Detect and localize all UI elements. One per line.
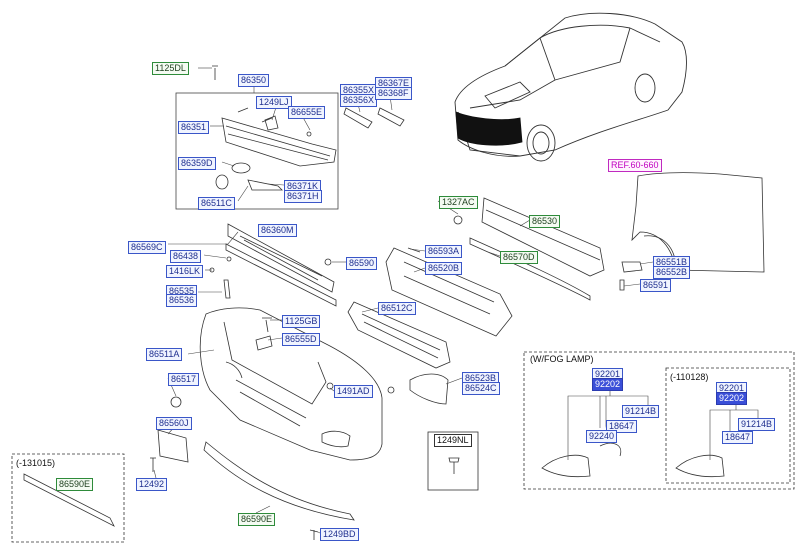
label-86570D: 86570D (500, 251, 538, 264)
label-86517: 86517 (168, 373, 200, 386)
label-92202-b: 92202 (716, 392, 748, 405)
label-86591: 86591 (640, 279, 672, 292)
code-131015-box (11, 453, 125, 543)
label-86438: 86438 (170, 250, 202, 263)
label-86371K: 86371K (284, 180, 322, 193)
fog-lamp-left (541, 454, 591, 478)
note-131015: (-131015) (16, 458, 56, 468)
label-86356X: 86356X (340, 94, 378, 107)
fender (619, 172, 765, 291)
label-86560J: 86560J (156, 417, 192, 430)
label-1491AD: 1491AD (334, 385, 373, 398)
label-86359D: 86359D (178, 157, 216, 170)
label-86593A: 86593A (425, 245, 463, 258)
code-110128-box (665, 367, 791, 484)
bolt-icon (448, 457, 460, 474)
label-86530: 86530 (529, 215, 561, 228)
label-1416LK: 1416LK (166, 265, 204, 278)
license-bracket (157, 429, 189, 463)
label-86360M: 86360M (258, 224, 297, 237)
note-fog-lamp: (W/FOG LAMP) (530, 354, 594, 364)
label-86552B: 86552B (653, 266, 691, 279)
label-1125DL: 1125DL (152, 62, 189, 75)
label-86351: 86351 (178, 121, 210, 134)
label-86555D: 86555D (282, 333, 320, 346)
screw-1249BD (309, 529, 319, 540)
label-18647-a: 18647 (606, 420, 638, 433)
label-1125GB: 1125GB (282, 315, 321, 328)
label-12492: 12492 (136, 478, 168, 491)
label-86520B: 86520B (425, 262, 463, 275)
bumper-fascia (170, 307, 395, 461)
label-91214B-b: 91214B (738, 418, 776, 431)
label-92240: 92240 (586, 430, 618, 443)
label-86590E-b: 86590E (238, 513, 276, 526)
energy-absorber (385, 247, 513, 337)
strip-part (23, 473, 115, 527)
label-1249NL: 1249NL (434, 434, 472, 447)
label-92202-a: 92202 (592, 378, 624, 391)
label-86590E-a: 86590E (56, 478, 94, 491)
label-86371H: 86371H (284, 190, 322, 203)
grille-group-box (175, 92, 339, 210)
lower-strip (203, 441, 355, 521)
reinforcement-beam (453, 197, 605, 301)
label-91214B-a: 91214B (622, 405, 660, 418)
screw-12492 (150, 457, 156, 472)
label-86368F: 86368F (375, 87, 412, 100)
label-86511A: 86511A (146, 348, 183, 361)
label-86512C: 86512C (378, 302, 416, 315)
fog-lamp-box (523, 351, 795, 490)
label-ref-60-660[interactable]: REF.60-660 (608, 159, 662, 172)
part-1249NL-box (427, 431, 479, 491)
air-guard-grille (347, 301, 451, 369)
grille-parts (212, 65, 337, 191)
label-86536: 86536 (166, 294, 198, 307)
lower-grille (209, 223, 337, 307)
bracket-parts (343, 107, 405, 129)
label-86569C: 86569C (128, 241, 166, 254)
label-86655E: 86655E (288, 106, 326, 119)
label-18647-b: 18647 (722, 431, 754, 444)
label-1249BD: 1249BD (320, 528, 359, 541)
fog-lamp-right (675, 454, 725, 478)
label-86524C: 86524C (462, 382, 500, 395)
label-86523B: 86523B (462, 372, 500, 385)
label-1327AC: 1327AC (439, 196, 478, 209)
label-86350: 86350 (238, 74, 270, 87)
label-86511C: 86511C (198, 197, 235, 210)
label-86590: 86590 (346, 257, 378, 270)
fog-cover (409, 373, 449, 405)
label-1249LJ: 1249LJ (256, 96, 292, 109)
fog-wire (599, 442, 622, 457)
note-110128: (-110128) (670, 372, 709, 382)
